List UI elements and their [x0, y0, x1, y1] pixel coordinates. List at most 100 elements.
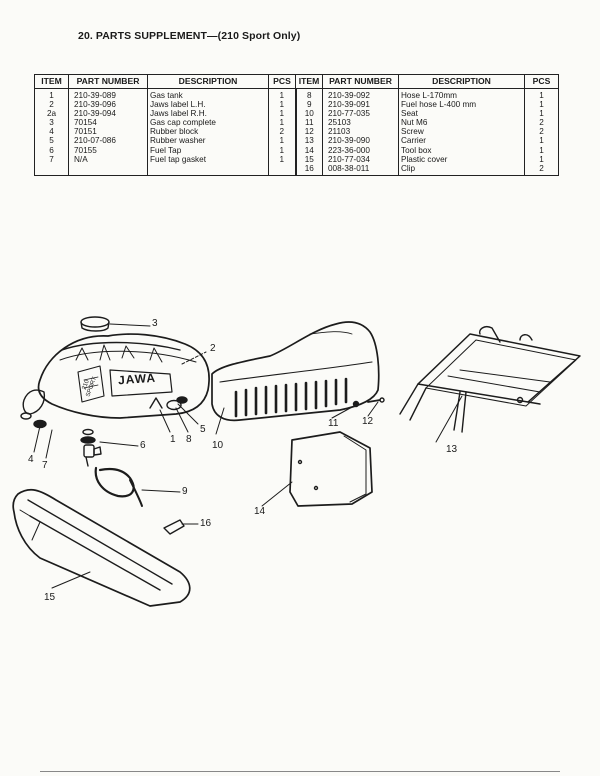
right-pcs-cell: 1: [524, 100, 559, 110]
left-pcs-cell: [268, 163, 297, 176]
left-item-cell: 4: [34, 127, 69, 137]
parts-table: ITEM PART NUMBER DESCRIPTION PCS ITEM PA…: [34, 74, 559, 176]
left-pcs-cell: 1: [268, 136, 297, 146]
right-item-cell: 15: [295, 154, 323, 164]
callout-number: 7: [42, 460, 48, 471]
right-description-cell: Fuel hose L-400 mm: [398, 100, 525, 110]
header-item: ITEM: [34, 74, 69, 89]
callout-number: 6: [140, 440, 146, 451]
left-description-cell: [147, 163, 269, 176]
right-description-cell: Nut M6: [398, 118, 525, 128]
callout-number: 13: [446, 444, 458, 455]
callout-number: 5: [200, 424, 206, 435]
callout-number: 15: [44, 592, 56, 603]
right-description-cell: Hose L-170mm: [398, 88, 525, 101]
right-pcs-cell: 2: [524, 163, 559, 176]
tank-decal-label: JAWA: [117, 370, 157, 388]
callout-number: 2: [210, 343, 216, 354]
leader-lines: [33, 323, 463, 589]
left-pcs-cell: 1: [268, 145, 297, 155]
left-item-cell: 7: [34, 154, 69, 164]
right-part-number-cell: 210-77-035: [322, 109, 399, 119]
nut-and-screw: [352, 397, 385, 408]
left-description-cell: Jaws label L.H.: [147, 100, 269, 110]
right-description-cell: Carrier: [398, 136, 525, 146]
right-pcs-cell: 1: [524, 145, 559, 155]
gas-cap: [80, 316, 110, 332]
page-footer-rule: [40, 771, 560, 772]
header-item-right: ITEM: [295, 74, 323, 89]
left-part-number-cell: 210-39-096: [68, 100, 148, 110]
header-description: DESCRIPTION: [147, 74, 269, 89]
left-part-number-cell: 210-39-094: [68, 109, 148, 119]
callout-number: 11: [328, 418, 339, 429]
header-part-number-right: PART NUMBER: [322, 74, 399, 89]
header-pcs: PCS: [268, 74, 296, 89]
callout-number: 1: [170, 434, 176, 445]
left-item-cell: 1: [34, 88, 69, 101]
left-part-number-cell: 70154: [68, 118, 148, 128]
callout-number: 3: [152, 318, 158, 329]
tool-box: [289, 431, 373, 507]
left-pcs-cell: 1: [268, 109, 297, 119]
header-pcs-right: PCS: [524, 74, 559, 89]
right-description-cell: Clip: [398, 163, 525, 176]
left-description-cell: Rubber washer: [147, 136, 269, 146]
left-pcs-cell: 2: [268, 127, 297, 137]
right-pcs-cell: 1: [524, 154, 559, 164]
right-part-number-cell: 210-77-034: [322, 154, 399, 164]
right-item-cell: 11: [295, 118, 323, 128]
callout-number: 8: [186, 434, 192, 445]
right-pcs-cell: 2: [524, 118, 559, 128]
callout-number: 9: [182, 486, 188, 497]
plastic-cover: [12, 488, 191, 607]
left-pcs-cell: 1: [268, 100, 297, 110]
right-item-cell: 9: [295, 100, 323, 110]
right-pcs-cell: 1: [524, 136, 559, 146]
right-part-number-cell: 21103: [322, 127, 399, 137]
header-description-right: DESCRIPTION: [398, 74, 525, 89]
right-pcs-cell: 2: [524, 127, 559, 137]
right-part-number-cell: 25103: [322, 118, 399, 128]
table-header-row: ITEM PART NUMBER DESCRIPTION PCS ITEM PA…: [34, 74, 559, 89]
left-pcs-cell: 1: [268, 118, 297, 128]
callout-number: 14: [254, 506, 266, 517]
right-item-cell: 12: [295, 127, 323, 137]
left-description-cell: Rubber block: [147, 127, 269, 137]
left-part-number-cell: N/A: [68, 154, 148, 164]
left-pcs-cell: 1: [268, 88, 297, 101]
left-part-number-cell: 210-07-086: [68, 136, 148, 146]
left-part-number-cell: 70155: [68, 145, 148, 155]
right-description-cell: Seat: [398, 109, 525, 119]
left-description-cell: Gas cap complete: [147, 118, 269, 128]
clip: [163, 519, 185, 535]
fuel-hose: [94, 466, 143, 507]
exploded-parts-diagram: [12, 316, 581, 607]
right-description-cell: Tool box: [398, 145, 525, 155]
left-item-cell: 3: [34, 118, 69, 128]
right-description-cell: Screw: [398, 127, 525, 137]
left-description-cell: Gas tank: [147, 88, 269, 101]
left-item-cell: 2: [34, 100, 69, 110]
carrier: [399, 325, 581, 433]
right-part-number-cell: 223-36-000: [322, 145, 399, 155]
fuel-tap: [80, 428, 102, 467]
callout-number: 4: [28, 454, 34, 465]
left-pcs-cell: 1: [268, 154, 297, 164]
header-part-number: PART NUMBER: [68, 74, 148, 89]
right-part-number-cell: 210-39-090: [322, 136, 399, 146]
right-description-cell: Plastic cover: [398, 154, 525, 164]
callout-number: 10: [212, 440, 224, 451]
right-pcs-cell: 1: [524, 109, 559, 119]
callout-number: 12: [362, 416, 374, 427]
callout-number: 16: [200, 518, 212, 529]
right-item-cell: 8: [295, 88, 323, 101]
